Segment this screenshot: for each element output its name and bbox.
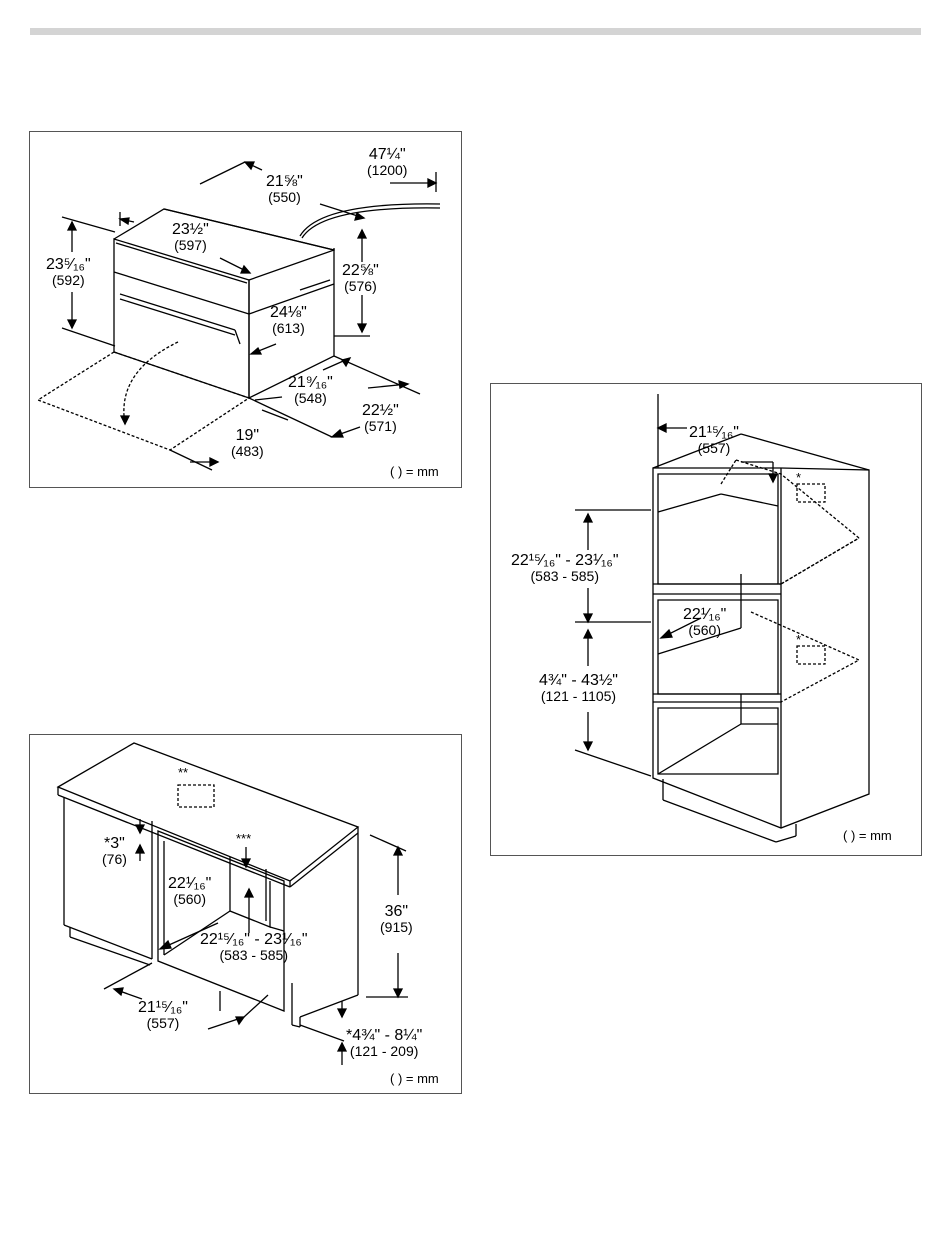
header-rule (30, 28, 921, 35)
star-marker-top: * (796, 470, 802, 485)
dim-front-width: 24⅛"(613) (270, 304, 307, 337)
triple-star-marker: *** (236, 831, 252, 846)
wall-installation-panel: * * 21¹⁵⁄₁₆"(557) 22¹⁵⁄₁₆" - 23¹⁄₁₆"(583… (490, 383, 922, 856)
dim-front-height: 23⁵⁄₁₆"(592) (46, 256, 91, 289)
dim-drawer-extension: 19"(483) (231, 427, 264, 460)
double-star-marker: ** (178, 765, 189, 780)
dim-base-depth: 21⁹⁄₁₆"(548) (288, 374, 333, 407)
undercounter-drawing (56, 742, 408, 1065)
star-marker-mid: * (796, 632, 802, 647)
dim-opening-width: 21¹⁵⁄₁₆"(557) (138, 999, 188, 1032)
appliance-drawing (36, 161, 441, 471)
dim-top-clearance: *3"(76) (102, 835, 127, 868)
dim-cutout-height: 22¹⁵⁄₁₆" - 23¹⁄₁₆"(583 - 585) (511, 552, 619, 585)
undercounter-installation-panel: ** *** *3"(76) 22¹⁄₁₆"(560) 22¹⁵⁄₁₆" - 2… (29, 734, 462, 1094)
dim-plinth-height: *4¾" - 8¼"(121 - 209) (346, 1027, 423, 1060)
unit-note: ( ) = mm (843, 828, 892, 843)
unit-note: ( ) = mm (390, 1071, 439, 1086)
dim-overall-depth: 21⅝"(550) (266, 173, 303, 206)
dim-opening-depth: 22¹⁄₁₆"(560) (168, 875, 212, 908)
dim-opening-height: 22¹⁵⁄₁₆" - 23¹⁄₁₆"(583 - 585) (200, 931, 308, 964)
dim-floor-height: 4¾" - 43½"(121 - 1105) (539, 672, 618, 705)
appliance-dimensions-panel: 47¼"(1200) 21⅝"(550) 23½"(597) 23⁵⁄₁₆"(5… (29, 131, 462, 488)
dim-cord-length: 47¼"(1200) (367, 146, 408, 179)
dim-side-height: 22⅝"(576) (342, 262, 379, 295)
dim-side-depth: 22½"(571) (362, 402, 399, 435)
wall-cabinet-drawing (574, 394, 870, 843)
dim-cutout-depth: 22¹⁄₁₆"(560) (683, 606, 727, 639)
dim-counter-height: 36"(915) (380, 903, 413, 936)
unit-note: ( ) = mm (390, 464, 439, 479)
dim-cutout-width: 21¹⁵⁄₁₆"(557) (689, 424, 739, 457)
dim-top-width: 23½"(597) (172, 221, 209, 254)
